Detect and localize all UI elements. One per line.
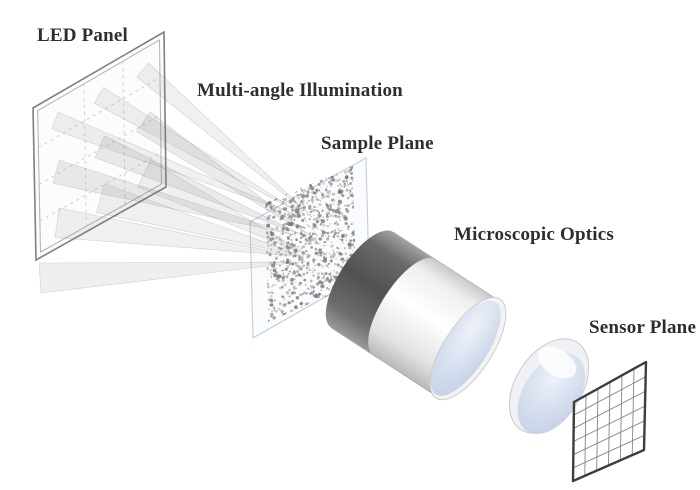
panel-dash-line xyxy=(83,83,87,227)
barrel-body xyxy=(373,259,500,397)
objective-front-lens xyxy=(430,300,501,396)
light-beam xyxy=(54,207,295,257)
led-panel-label: LED Panel xyxy=(37,25,129,46)
light-beam xyxy=(137,159,310,257)
illumination-label: Multi-angle Illumination xyxy=(197,80,403,101)
optics-label: Microscopic Optics xyxy=(454,224,614,245)
barrel-bottom-edge xyxy=(331,327,438,397)
light-beam xyxy=(96,183,303,257)
sensor-grid-line xyxy=(573,390,646,429)
light-beam xyxy=(93,87,303,215)
sensor-plane xyxy=(571,360,648,483)
panel-dash-line xyxy=(39,152,162,222)
led-panel xyxy=(32,30,167,262)
sample-speckle-texture xyxy=(265,166,356,322)
panel-dash-line xyxy=(38,77,161,148)
sensor-frame xyxy=(571,360,648,483)
sensor-pixel-grid xyxy=(571,360,648,483)
light-beam xyxy=(38,261,301,294)
sensor-plane-label: Sensor Plane xyxy=(589,317,697,338)
relay-lens-highlight xyxy=(538,346,577,379)
sensor-grid-line xyxy=(573,434,645,469)
relay-lens xyxy=(508,338,590,435)
panel-dash-line xyxy=(38,114,161,185)
light-beam xyxy=(136,62,310,215)
sensor-grid-line xyxy=(573,420,645,456)
barrel-dark-band xyxy=(331,232,436,355)
led-panel-frame xyxy=(32,30,167,262)
sensor-grid-line xyxy=(573,376,646,416)
sample-plane-label: Sample Plane xyxy=(321,133,434,154)
led-panel-inner-frame xyxy=(37,39,162,253)
panel-dash-line xyxy=(122,61,126,205)
sensor-grid-line xyxy=(573,405,646,442)
light-beam xyxy=(51,111,295,215)
illumination-beams xyxy=(38,62,310,294)
led-panel-dashed-grid xyxy=(38,61,162,227)
light-beam xyxy=(52,159,295,236)
light-beam xyxy=(94,135,303,236)
objective-barrel xyxy=(325,230,507,401)
barrel-top-edge xyxy=(393,231,500,302)
